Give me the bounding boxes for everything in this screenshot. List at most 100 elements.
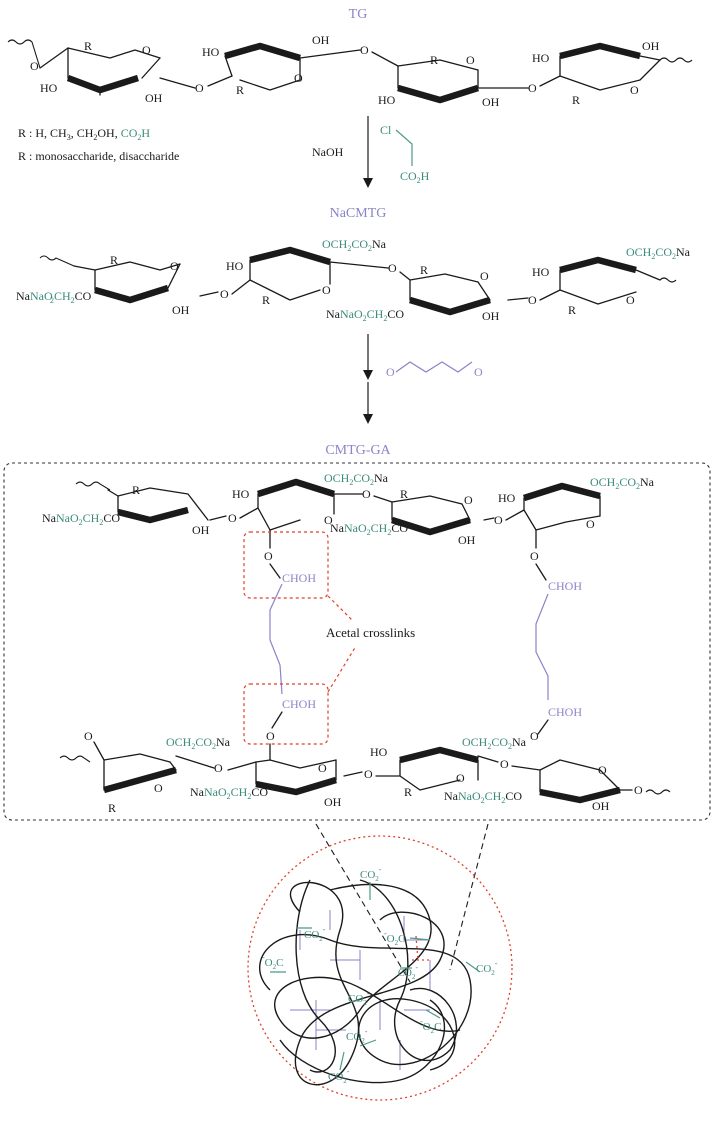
svg-text:OH: OH <box>192 523 210 537</box>
svg-text:CO2-: CO2- <box>398 963 418 981</box>
svg-text:CO2-: CO2- <box>360 865 382 883</box>
svg-text:O: O <box>494 513 503 527</box>
svg-text:OH: OH <box>172 303 190 317</box>
svg-text:R: R <box>262 293 270 307</box>
svg-text:O: O <box>474 365 483 379</box>
cmtg-ga-bottom-chain: O R O OCH2CO2Na O O OH NaNaO2CH2CO O HO … <box>59 729 671 815</box>
svg-text:OH: OH <box>145 91 163 105</box>
svg-text:O: O <box>318 761 327 775</box>
svg-text:CO2H: CO2H <box>400 169 430 185</box>
svg-text:NaNaO: NaNaO <box>16 289 53 303</box>
hydrogel-network: CO2- CO2- -O2C CO2- -O2C CO2- CO2- -O2C … <box>247 835 513 1101</box>
svg-text:NaNaO2CH2CO: NaNaO2CH2CO <box>190 785 268 801</box>
svg-text:CHOH: CHOH <box>548 579 582 593</box>
chloroacetic-acid: Cl CO2H <box>380 123 430 185</box>
svg-text:CO2-: CO2- <box>348 989 370 1007</box>
svg-text:R: R <box>132 483 140 497</box>
svg-text:O: O <box>598 763 607 777</box>
svg-text:O: O <box>388 261 397 275</box>
svg-text:CO2-: CO2- <box>328 1067 350 1085</box>
tg-title: TG <box>349 7 368 22</box>
svg-text:OCH2CO2Na: OCH2CO2Na <box>462 735 527 751</box>
svg-text:OCH2CO2Na: OCH2CO2Na <box>590 475 655 491</box>
svg-text:CO2-: CO2- <box>346 1027 368 1045</box>
svg-text:OH: OH <box>312 33 330 47</box>
r-legend-1: R : H, CH3, CH2OH, CO2H <box>18 126 150 142</box>
svg-text:O: O <box>464 493 473 507</box>
svg-text:Cl: Cl <box>380 123 392 137</box>
svg-text:CO2-: CO2- <box>304 925 326 943</box>
svg-text:R: R <box>404 785 412 799</box>
nacmtg-structure: R O OH NaNaO 2CH2CO O HO R O OCH2CO2Na O… <box>16 237 691 323</box>
svg-text:O: O <box>362 487 371 501</box>
svg-text:O: O <box>528 293 537 307</box>
svg-text:CHOH: CHOH <box>548 705 582 719</box>
svg-text:O: O <box>480 269 489 283</box>
svg-text:O: O <box>170 259 179 273</box>
svg-text:O: O <box>626 293 635 307</box>
svg-text:OH: OH <box>482 95 500 109</box>
svg-text:O: O <box>630 83 639 97</box>
zoom-lines <box>315 823 489 983</box>
r-legend-2: R : monosaccharide, disaccharide <box>18 149 179 163</box>
svg-text:R: R <box>400 487 408 501</box>
step1-arrow <box>363 116 373 188</box>
svg-text:O: O <box>294 71 303 85</box>
crosslink-left: O CHOH CHOH O <box>243 529 357 761</box>
svg-text:R: R <box>572 93 580 107</box>
svg-text:OH: OH <box>324 795 342 809</box>
svg-text:O: O <box>84 729 93 743</box>
svg-text:OCH2CO2Na: OCH2CO2Na <box>166 735 231 751</box>
svg-text:NaNaO2CH2CO: NaNaO2CH2CO <box>42 511 120 527</box>
svg-text:O: O <box>214 761 223 775</box>
svg-text:O: O <box>586 517 595 531</box>
svg-text:O: O <box>324 513 333 527</box>
cmtg-ga-title: CMTG-GA <box>325 443 391 458</box>
tg-structure: O R O HO OH O HO OH R O O R O HO OH <box>7 33 693 109</box>
svg-text:R: R <box>236 83 244 97</box>
svg-text:O: O <box>266 729 275 743</box>
svg-text:O: O <box>386 365 395 379</box>
svg-text:NaNaO2CH2CO: NaNaO2CH2CO <box>330 521 408 537</box>
svg-text:O: O <box>530 549 539 563</box>
svg-text:2CH2CO: 2CH2CO <box>50 289 92 305</box>
svg-text:OH: OH <box>458 533 476 547</box>
svg-text:R: R <box>110 253 118 267</box>
svg-text:CHOH: CHOH <box>282 571 316 585</box>
svg-text:OCH2CO2Na: OCH2CO2Na <box>626 245 691 261</box>
svg-text:HO: HO <box>370 745 388 759</box>
svg-text:CHOH: CHOH <box>282 697 316 711</box>
svg-text:HO: HO <box>202 45 220 59</box>
svg-text:O: O <box>30 59 39 73</box>
cmtg-ga-top-chain: R OH NaNaO2CH2CO O HO O OCH2CO2Na O R O … <box>42 471 655 547</box>
svg-text:HO: HO <box>40 81 58 95</box>
crosslink-right: O CHOH CHOH O <box>530 529 582 743</box>
naoh-label: NaOH <box>312 145 344 159</box>
svg-text:O: O <box>500 757 509 771</box>
acetal-label: Acetal crosslinks <box>326 625 415 640</box>
svg-text:HO: HO <box>532 51 550 65</box>
svg-text:HO: HO <box>232 487 250 501</box>
svg-text:OCH2CO2Na: OCH2CO2Na <box>324 471 389 487</box>
svg-text:O: O <box>364 767 373 781</box>
svg-text:-O2C: -O2C <box>262 953 283 971</box>
svg-text:O: O <box>142 43 151 57</box>
step2-arrows <box>363 334 373 424</box>
svg-text:R: R <box>430 53 438 67</box>
svg-text:OH: OH <box>482 309 500 323</box>
svg-text:HO: HO <box>378 93 396 107</box>
svg-text:O: O <box>322 283 331 297</box>
svg-text:O: O <box>530 729 539 743</box>
svg-text:O: O <box>220 287 229 301</box>
svg-text:O: O <box>634 783 643 797</box>
svg-text:OH: OH <box>642 39 660 53</box>
svg-text:R: R <box>84 39 92 53</box>
svg-text:O: O <box>456 771 465 785</box>
svg-text:OCH2CO2Na: OCH2CO2Na <box>322 237 387 253</box>
cmtg-ga-frame <box>3 462 711 821</box>
svg-text:CO2-: CO2- <box>476 959 498 977</box>
svg-text:R: R <box>568 303 576 317</box>
svg-text:O: O <box>228 511 237 525</box>
svg-text:R: R <box>420 263 428 277</box>
